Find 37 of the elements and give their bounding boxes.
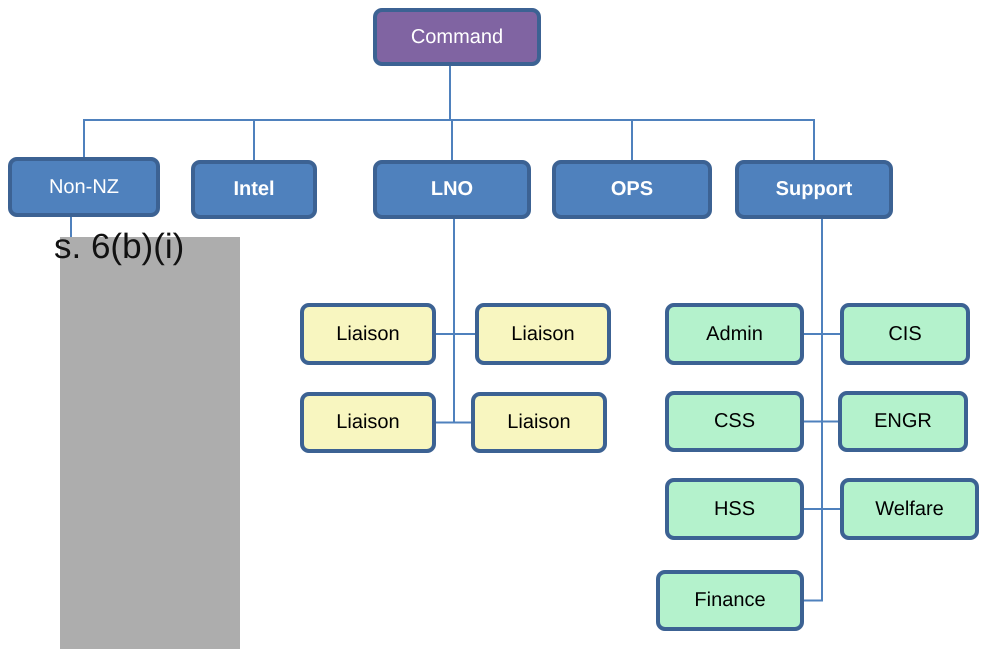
unit-box [191, 160, 317, 219]
box-label: CSS [714, 410, 756, 433]
box-label: LNO [430, 178, 474, 201]
unit-box [735, 160, 893, 219]
box-label: OPS [610, 178, 654, 201]
unit-box [8, 157, 160, 217]
box-label: Finance [694, 589, 766, 612]
support-box [665, 303, 804, 365]
unit-box [552, 160, 712, 219]
box-label: Liaison [507, 411, 571, 434]
box-label: Liaison [511, 322, 575, 346]
liaison-box [300, 303, 436, 365]
liaison-box [471, 392, 607, 453]
box-label: Liaison [336, 322, 400, 346]
connector-line [70, 217, 72, 237]
box-label: Command [410, 26, 504, 48]
box-label: CIS [888, 322, 922, 346]
box-label: HSS [714, 498, 756, 520]
box-label: ENGR [874, 410, 932, 433]
support-box [656, 570, 804, 631]
box-label: Liaison [336, 411, 400, 434]
connector-line [804, 219, 823, 602]
support-box [665, 478, 804, 540]
support-box [665, 391, 804, 452]
unit-box [373, 160, 531, 219]
box-label: Admin [706, 322, 763, 346]
support-box [840, 303, 970, 365]
box-label: Welfare [875, 498, 944, 520]
support-box [838, 391, 968, 452]
liaison-box [300, 392, 436, 453]
redaction-label: s. 6(b)(i) [54, 229, 184, 264]
box-label: Non-NZ [48, 176, 119, 198]
support-box [840, 478, 979, 540]
command-box [373, 8, 541, 66]
box-label: Support [776, 178, 852, 201]
liaison-box [475, 303, 611, 365]
box-label: Intel [233, 178, 275, 201]
